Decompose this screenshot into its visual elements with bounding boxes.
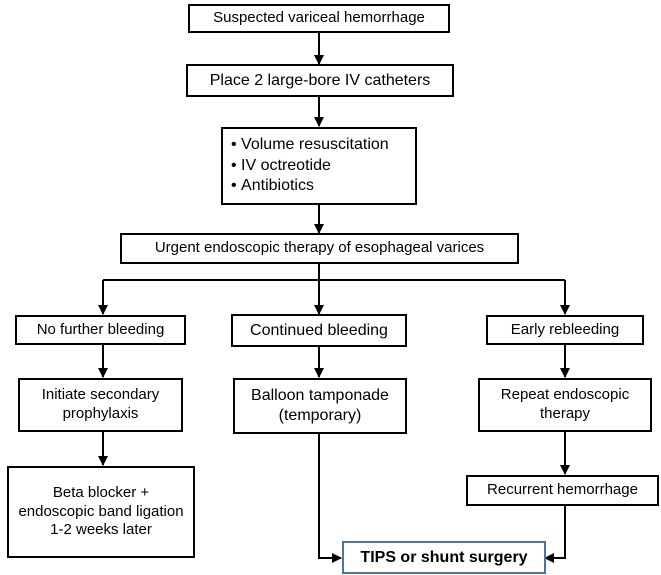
suspected-hemorrhage-text: Suspected variceal hemorrhage (213, 9, 425, 27)
recurrent-hemorrhage-box: Recurrent hemorrhage (466, 475, 659, 506)
initial-management-list: Volume resuscitation IV octreotide Antib… (231, 135, 389, 197)
initial-management-box: Volume resuscitation IV octreotide Antib… (221, 127, 417, 205)
secondary-prophylaxis-text: Initiate secondary prophylaxis (41, 386, 160, 422)
balloon-tamponade-box: Balloon tamponade (temporary) (233, 378, 407, 434)
iv-catheters-box: Place 2 large-bore IV catheters (186, 64, 454, 97)
early-rebleeding-text: Early rebleeding (510, 320, 620, 338)
arrow-balloon-to-tips (318, 434, 342, 563)
endoscopic-therapy-text: Urgent endoscopic therapy of esophageal … (154, 239, 485, 257)
tips-shunt-surgery-text: TIPS or shunt surgery (360, 548, 528, 566)
tips-shunt-surgery-box: TIPS or shunt surgery (342, 541, 546, 574)
no-further-bleeding-text: No further bleeding (36, 320, 165, 338)
no-further-bleeding-box: No further bleeding (15, 315, 186, 345)
endoscopic-therapy-box: Urgent endoscopic therapy of esophageal … (120, 233, 519, 264)
balloon-tamponade-text: Balloon tamponade (temporary) (251, 387, 389, 424)
early-rebleeding-box: Early rebleeding (486, 315, 644, 345)
volume-resuscitation-item: Volume resuscitation (231, 135, 389, 156)
secondary-prophylaxis-box: Initiate secondary prophylaxis (18, 378, 183, 432)
arrow-recurrent-to-tips (544, 506, 566, 563)
suspected-hemorrhage-box: Suspected variceal hemorrhage (188, 4, 450, 33)
repeat-endoscopic-text: Repeat endoscopic therapy (500, 386, 630, 422)
continued-bleeding-text: Continued bleeding (250, 321, 388, 339)
beta-blocker-text: Beta blocker + endoscopic band ligation … (18, 483, 184, 539)
iv-catheters-text: Place 2 large-bore IV catheters (209, 71, 431, 89)
repeat-endoscopic-box: Repeat endoscopic therapy (478, 378, 652, 432)
octreotide-item: IV octreotide (231, 156, 389, 177)
antibiotics-item: Antibiotics (231, 176, 389, 197)
continued-bleeding-box: Continued bleeding (231, 314, 407, 347)
recurrent-hemorrhage-text: Recurrent hemorrhage (487, 481, 638, 499)
beta-blocker-box: Beta blocker + endoscopic band ligation … (7, 466, 195, 558)
